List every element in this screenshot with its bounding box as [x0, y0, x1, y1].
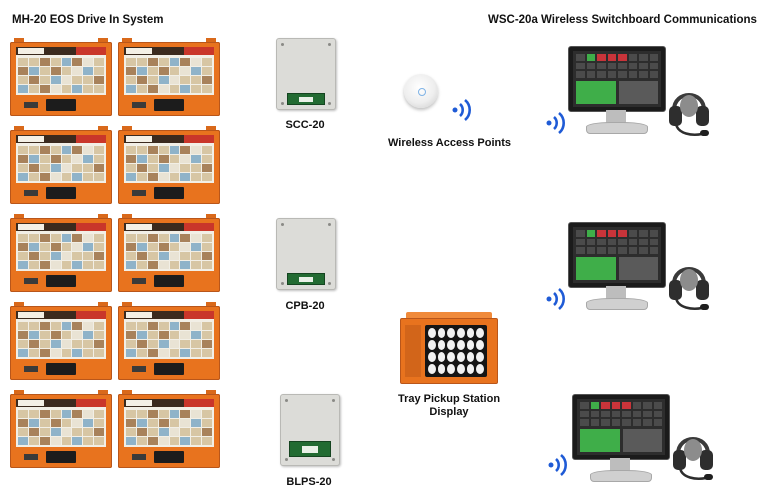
menu-board-icon — [10, 390, 112, 468]
scc-20-box — [276, 38, 336, 110]
wireless-access-points-label: Wireless Access Points — [388, 137, 511, 149]
control-box-badge-icon — [287, 93, 325, 105]
wifi-icon — [548, 454, 567, 476]
blps-20-label: BLPS-20 — [286, 476, 332, 488]
scc-20-label: SCC-20 — [285, 119, 325, 131]
headset-icon — [669, 267, 709, 310]
menu-board-icon — [10, 214, 112, 292]
mh20-title: MH-20 EOS Drive In System — [12, 14, 164, 26]
menu-board-icon — [10, 126, 112, 204]
headset-icon — [673, 437, 713, 480]
tray-pickup-display — [400, 312, 498, 386]
wsc20a-title: WSC-20a Wireless Switchboard Communicati… — [488, 14, 757, 26]
tray-pickup-label-line2: Display — [429, 406, 469, 418]
menu-board-icon — [118, 302, 220, 380]
terminal-icon — [568, 46, 666, 134]
wifi-icon — [546, 112, 565, 134]
tray-pickup-label-line1: Tray Pickup Station — [397, 393, 501, 405]
menu-board-icon — [10, 38, 112, 116]
headset-icon — [669, 93, 709, 136]
wifi-icon — [546, 288, 565, 310]
menu-board-icon — [10, 302, 112, 380]
terminal-icon — [568, 222, 666, 310]
wifi-icon — [452, 99, 471, 121]
menu-board-icon — [118, 38, 220, 116]
access-point-icon — [404, 74, 438, 108]
menu-board-icon — [118, 126, 220, 204]
control-box-badge-icon — [289, 441, 331, 457]
tray-pickup-label: Tray Pickup Station Display — [384, 393, 514, 419]
menu-board-icon — [118, 390, 220, 468]
control-box-badge-icon — [287, 273, 325, 285]
cpb-20-box — [276, 218, 336, 290]
cpb-20-label: CPB-20 — [285, 300, 325, 312]
terminal-icon — [572, 394, 670, 482]
menu-board-icon — [118, 214, 220, 292]
blps-20-box — [280, 394, 340, 466]
